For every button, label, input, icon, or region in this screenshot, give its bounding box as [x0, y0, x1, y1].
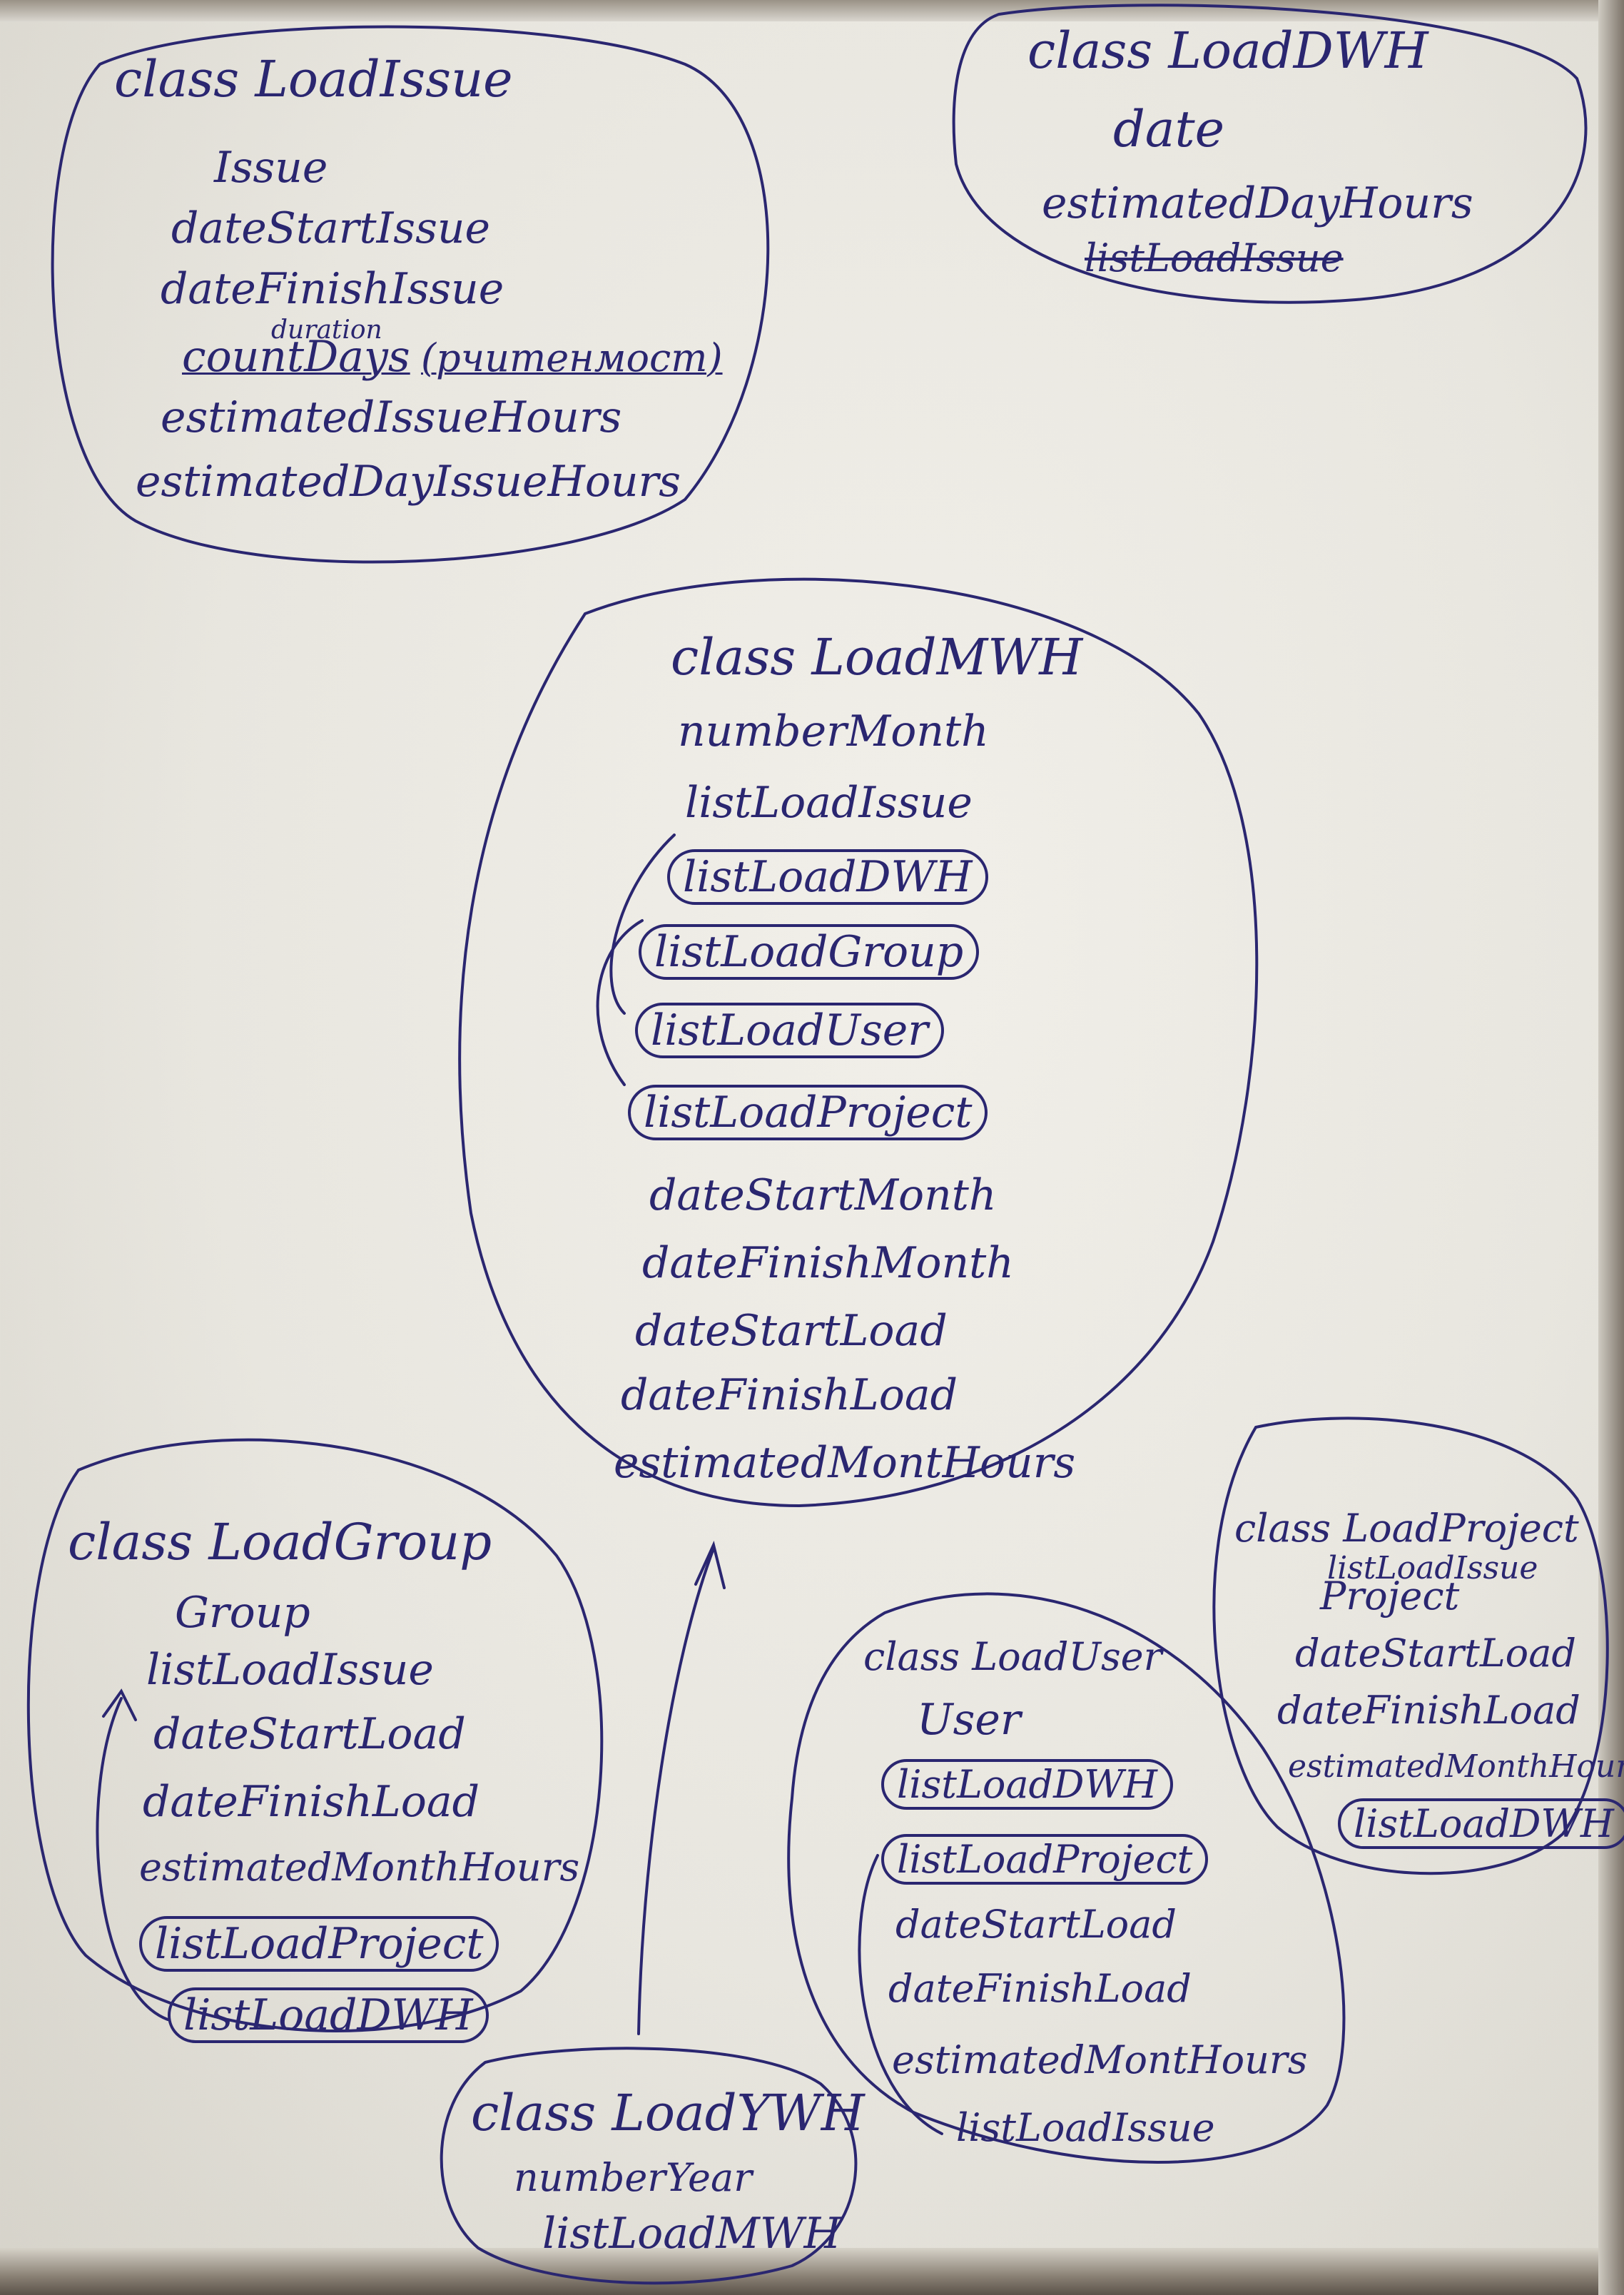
count-days-field: countDays — [182, 332, 410, 382]
load-mwh-title: class LoadMWH — [671, 628, 1083, 687]
load-project-title: class LoadProject — [1234, 1506, 1579, 1551]
load-mwh-field: numberMonth — [678, 706, 989, 756]
mwh-link-arrow-2 — [596, 919, 644, 1086]
load-issue-title: class LoadIssue — [114, 50, 513, 108]
load-ywh-field: numberYear — [514, 2155, 753, 2200]
load-user-field: listLoadIssue — [956, 2105, 1215, 2150]
load-group-field: estimatedMonthHours — [139, 1845, 580, 1890]
load-group-title: class LoadGroup — [68, 1513, 492, 1571]
load-issue-field: dateFinishIssue — [161, 264, 504, 314]
load-user-field: estimatedMontHours — [892, 2037, 1308, 2082]
load-user-circled-field: listLoadProject — [881, 1834, 1209, 1885]
load-issue-field: estimatedDayIssueHours — [136, 457, 681, 507]
load-user-field: dateStartLoad — [895, 1902, 1177, 1947]
load-user-field: dateFinishLoad — [888, 1966, 1192, 2011]
load-project-field: Project — [1320, 1574, 1460, 1618]
load-dwh-field: date — [1113, 100, 1225, 158]
paper-top-edge — [0, 0, 1624, 21]
load-group-circled-field: listLoadProject — [139, 1916, 499, 1972]
load-mwh-bubble — [458, 577, 1259, 1508]
load-group-bubble — [26, 1438, 604, 2032]
paper-right-edge — [1598, 0, 1624, 2295]
mwh-link-arrow — [609, 834, 676, 1015]
load-project-circled-field: listLoadDWH — [1338, 1798, 1624, 1849]
load-user-title: class LoadUser — [863, 1634, 1162, 1679]
load-project-field: estimatedMonthHours — [1288, 1748, 1624, 1785]
load-mwh-field: dateFinishLoad — [621, 1370, 958, 1420]
load-group-field: dateFinishLoad — [143, 1777, 480, 1827]
load-issue-field: dateStartIssue — [171, 203, 491, 253]
ywh-to-mwh-arrowhead — [694, 1540, 726, 1589]
group-link-arrowhead — [102, 1688, 137, 1721]
load-project-bubble — [1212, 1417, 1609, 1875]
load-mwh-field: listLoadIssue — [685, 778, 973, 828]
load-mwh-field: dateFinishMonth — [642, 1238, 1014, 1288]
load-user-field: User — [917, 1695, 1021, 1745]
load-mwh-circled-field: listLoadDWH — [667, 849, 988, 905]
load-mwh-circled-field: listLoadUser — [635, 1003, 944, 1058]
load-ywh-field: listLoadMWH — [542, 2209, 841, 2259]
paren-note: (рчитенмост) — [421, 335, 723, 380]
load-project-field: dateStartLoad — [1295, 1631, 1576, 1676]
load-mwh-field: dateStartLoad — [635, 1306, 948, 1356]
load-user-bubble — [787, 1592, 1346, 2164]
load-group-field: Group — [175, 1588, 310, 1638]
group-link-arrow — [96, 1697, 169, 2021]
load-dwh-field: estimatedDayHours — [1042, 178, 1473, 228]
load-mwh-field: estimatedMontHours — [614, 1438, 1076, 1488]
load-mwh-circled-field: listLoadGroup — [639, 924, 980, 980]
load-ywh-bubble — [440, 2047, 858, 2285]
load-group-circled-field: listLoadDWH — [168, 1987, 489, 2043]
load-ywh-title: class LoadYWH — [471, 2084, 865, 2142]
load-dwh-bubble — [952, 4, 1588, 304]
ywh-to-mwh-arrow — [637, 1547, 715, 2035]
load-issue-bubble — [51, 25, 770, 564]
load-user-circled-field: listLoadDWH — [881, 1759, 1173, 1810]
load-project-added-field: listLoadIssue — [1327, 1550, 1538, 1586]
load-mwh-field: dateStartMonth — [649, 1170, 997, 1220]
load-dwh-struck-field: listLoadIssue — [1085, 235, 1344, 280]
load-project-field: dateFinishLoad — [1277, 1688, 1580, 1733]
load-group-field: listLoadIssue — [146, 1645, 434, 1695]
user-link-arrow — [858, 1854, 943, 2135]
load-issue-field: Issue — [214, 143, 328, 193]
duration-note: duration — [271, 315, 382, 345]
load-group-field: dateStartLoad — [153, 1709, 466, 1759]
load-mwh-circled-field: listLoadProject — [628, 1085, 988, 1140]
load-dwh-title: class LoadDWH — [1027, 21, 1428, 80]
load-issue-field: estimatedIssueHours — [161, 392, 622, 442]
